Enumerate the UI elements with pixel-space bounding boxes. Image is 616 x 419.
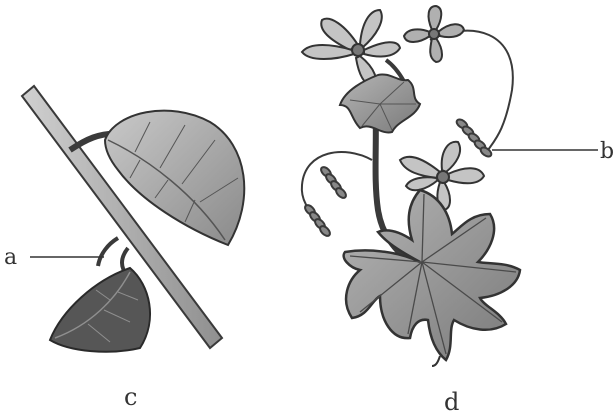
plant-d-leaf-stalk: [432, 356, 440, 366]
plant-d-large-leaf: [344, 190, 520, 360]
plant-d: [302, 6, 598, 366]
label-a: a: [4, 245, 17, 270]
label-c: c: [124, 383, 137, 411]
label-b: b: [600, 139, 614, 164]
label-d: d: [444, 388, 459, 416]
plant-c-thorn: [98, 238, 118, 266]
plant-d-flower-top-right: [404, 6, 464, 62]
plant-d-tendril-coil-left-upper: [319, 165, 347, 199]
plant-d-tendril-coil-left-lower: [303, 203, 331, 237]
plant-c: [22, 86, 244, 352]
